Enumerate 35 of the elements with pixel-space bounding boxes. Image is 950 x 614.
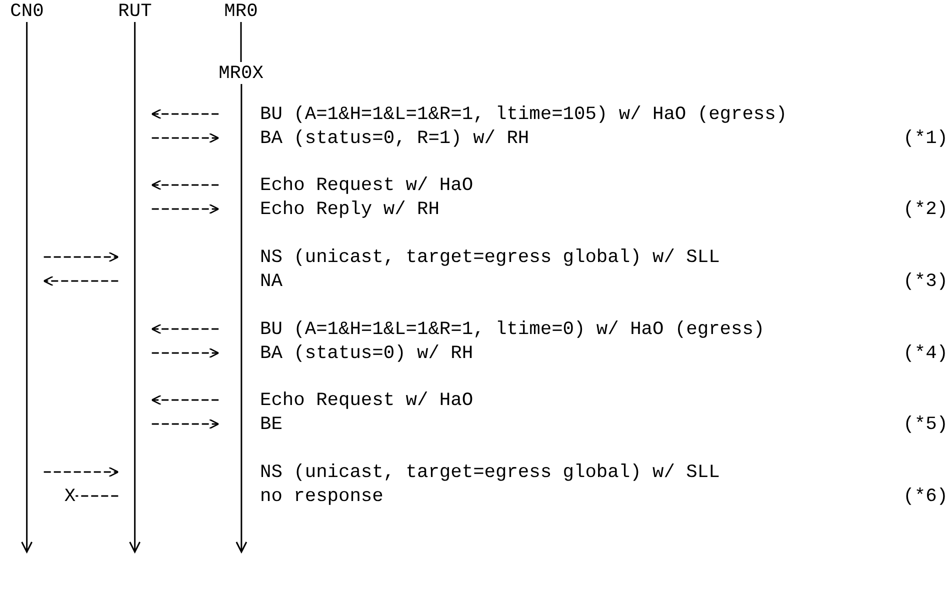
message-text: NA <box>260 270 282 292</box>
message-text: BA (status=0, R=1) w/ RH <box>260 127 530 149</box>
note-number: (*3) <box>903 270 948 292</box>
connector-line <box>240 22 242 62</box>
participant-label: MR0 <box>224 0 258 22</box>
message-text: Echo Request w/ HaO <box>260 174 474 196</box>
lost-mark: X <box>64 485 76 507</box>
message-arrow <box>152 348 220 358</box>
message-arrow <box>152 418 220 430</box>
message-text: NS (unicast, target=egress global) w/ SLL <box>260 246 720 268</box>
participant-label: MR0X <box>218 62 264 84</box>
message-text: BA (status=0) w/ RH <box>260 342 474 364</box>
message-arrow <box>44 466 119 478</box>
message-arrow <box>152 204 220 214</box>
message-arrow <box>44 252 119 262</box>
note-number: (*1) <box>903 127 948 149</box>
note-number: (*6) <box>903 485 948 507</box>
message-arrow <box>151 180 219 190</box>
message-arrow <box>152 132 220 144</box>
note-number: (*4) <box>903 342 948 364</box>
note-number: (*2) <box>903 198 948 220</box>
message-text: Echo Request w/ HaO <box>260 389 474 411</box>
message-arrow <box>151 108 219 120</box>
participant-label: RUT <box>118 0 152 22</box>
message-arrow <box>43 276 118 286</box>
participant-label: CN0 <box>10 0 44 22</box>
message-text: no response <box>260 485 384 507</box>
message-text: BU (A=1&H=1&L=1&R=1, ltime=105) w/ HaO (egress) <box>260 103 788 125</box>
note-number: (*5) <box>903 413 948 435</box>
message-text: BE <box>260 413 282 435</box>
message-text: BU (A=1&H=1&L=1&R=1, ltime=0) w/ HaO (egress) <box>260 318 765 340</box>
message-arrow <box>151 324 219 334</box>
message-text: Echo Reply w/ RH <box>260 198 440 220</box>
message-arrow <box>151 394 219 406</box>
message-text: NS (unicast, target=egress global) w/ SLL <box>260 461 720 483</box>
